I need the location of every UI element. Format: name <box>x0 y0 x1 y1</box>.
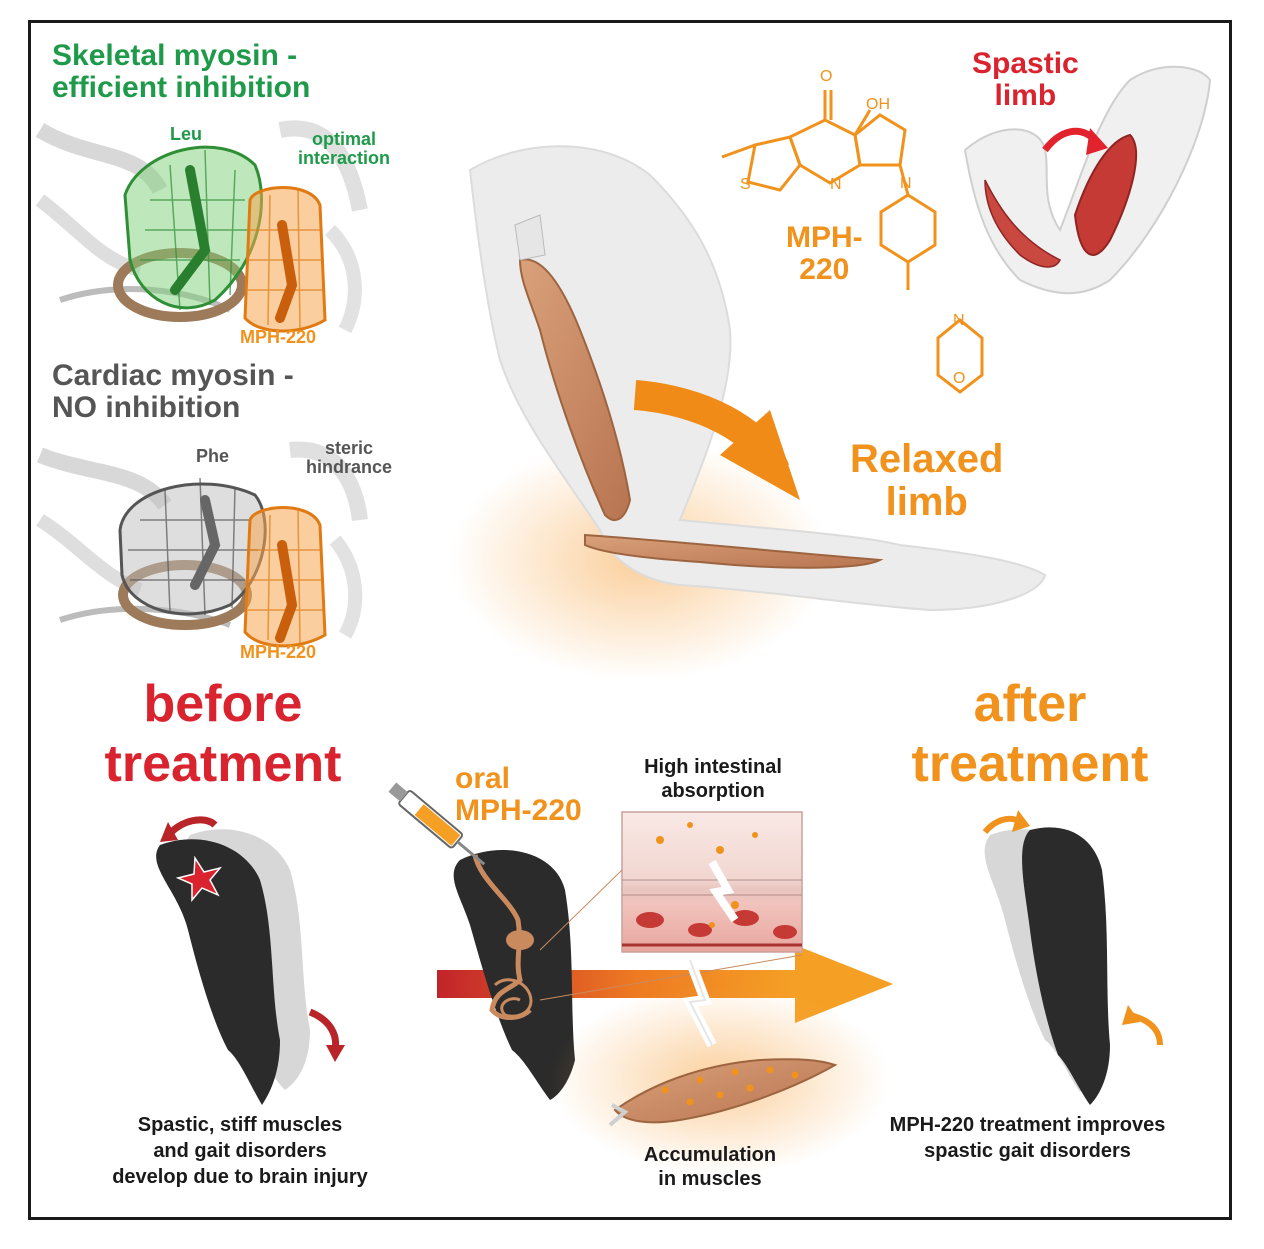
rat-after-treatment <box>982 810 1163 1105</box>
atom-n-amine: N <box>900 175 912 192</box>
cardiac-compound-label: MPH-220 <box>240 642 317 662</box>
rat-before-treatment <box>156 816 345 1105</box>
skeletal-myosin-title: Skeletal myosin - efficient inhibition <box>52 39 311 105</box>
skeletal-interaction-label: optimal interaction <box>298 129 391 169</box>
syringe-icon <box>388 782 486 866</box>
atom-n-ring: N <box>830 176 842 193</box>
oral-dosing-label: oral MPH-220 <box>455 762 582 828</box>
skeletal-myosin-structure <box>35 120 368 334</box>
muscle-accumulation-illustration <box>550 958 890 1175</box>
intestinal-absorption-label: High intestinal absorption <box>644 756 782 802</box>
cardiac-residue-label: Phe <box>196 446 230 466</box>
molecule-name: MPH- 220 <box>786 221 863 287</box>
atom-o-morpholine: O <box>953 370 966 387</box>
before-treatment-caption: Spastic, stiff muscles and gait disorder… <box>112 1114 368 1188</box>
spastic-limb-label: Spastic limb <box>972 47 1079 113</box>
spastic-arm-illustration <box>963 65 1212 295</box>
rat-oral-dosing <box>453 850 575 1100</box>
after-treatment-title: after treatment <box>911 675 1149 793</box>
accumulation-label: Accumulation in muscles <box>643 1144 777 1190</box>
relaxed-limb-label: Relaxed limb <box>850 437 1004 525</box>
intestinal-tissue-cross-section <box>539 811 803 1001</box>
mph220-molecule <box>721 90 984 394</box>
atom-o-carbonyl: O <box>820 68 833 85</box>
atom-oh: OH <box>866 96 890 113</box>
cardiac-myosin-title: Cardiac myosin - NO inhibition <box>52 359 294 425</box>
after-treatment-caption: MPH-220 treatment improves spastic gait … <box>889 1114 1166 1162</box>
cardiac-interaction-label: steric hindrance <box>306 438 393 478</box>
skeletal-compound-label: MPH-220 <box>240 327 317 347</box>
before-treatment-title: before treatment <box>104 675 342 793</box>
atom-s: S <box>740 176 751 193</box>
atom-n-morpholine: N <box>953 312 965 329</box>
skeletal-residue-label: Leu <box>170 124 203 144</box>
relaxed-arm-illustration <box>450 145 1047 680</box>
cardiac-myosin-structure <box>36 441 368 648</box>
